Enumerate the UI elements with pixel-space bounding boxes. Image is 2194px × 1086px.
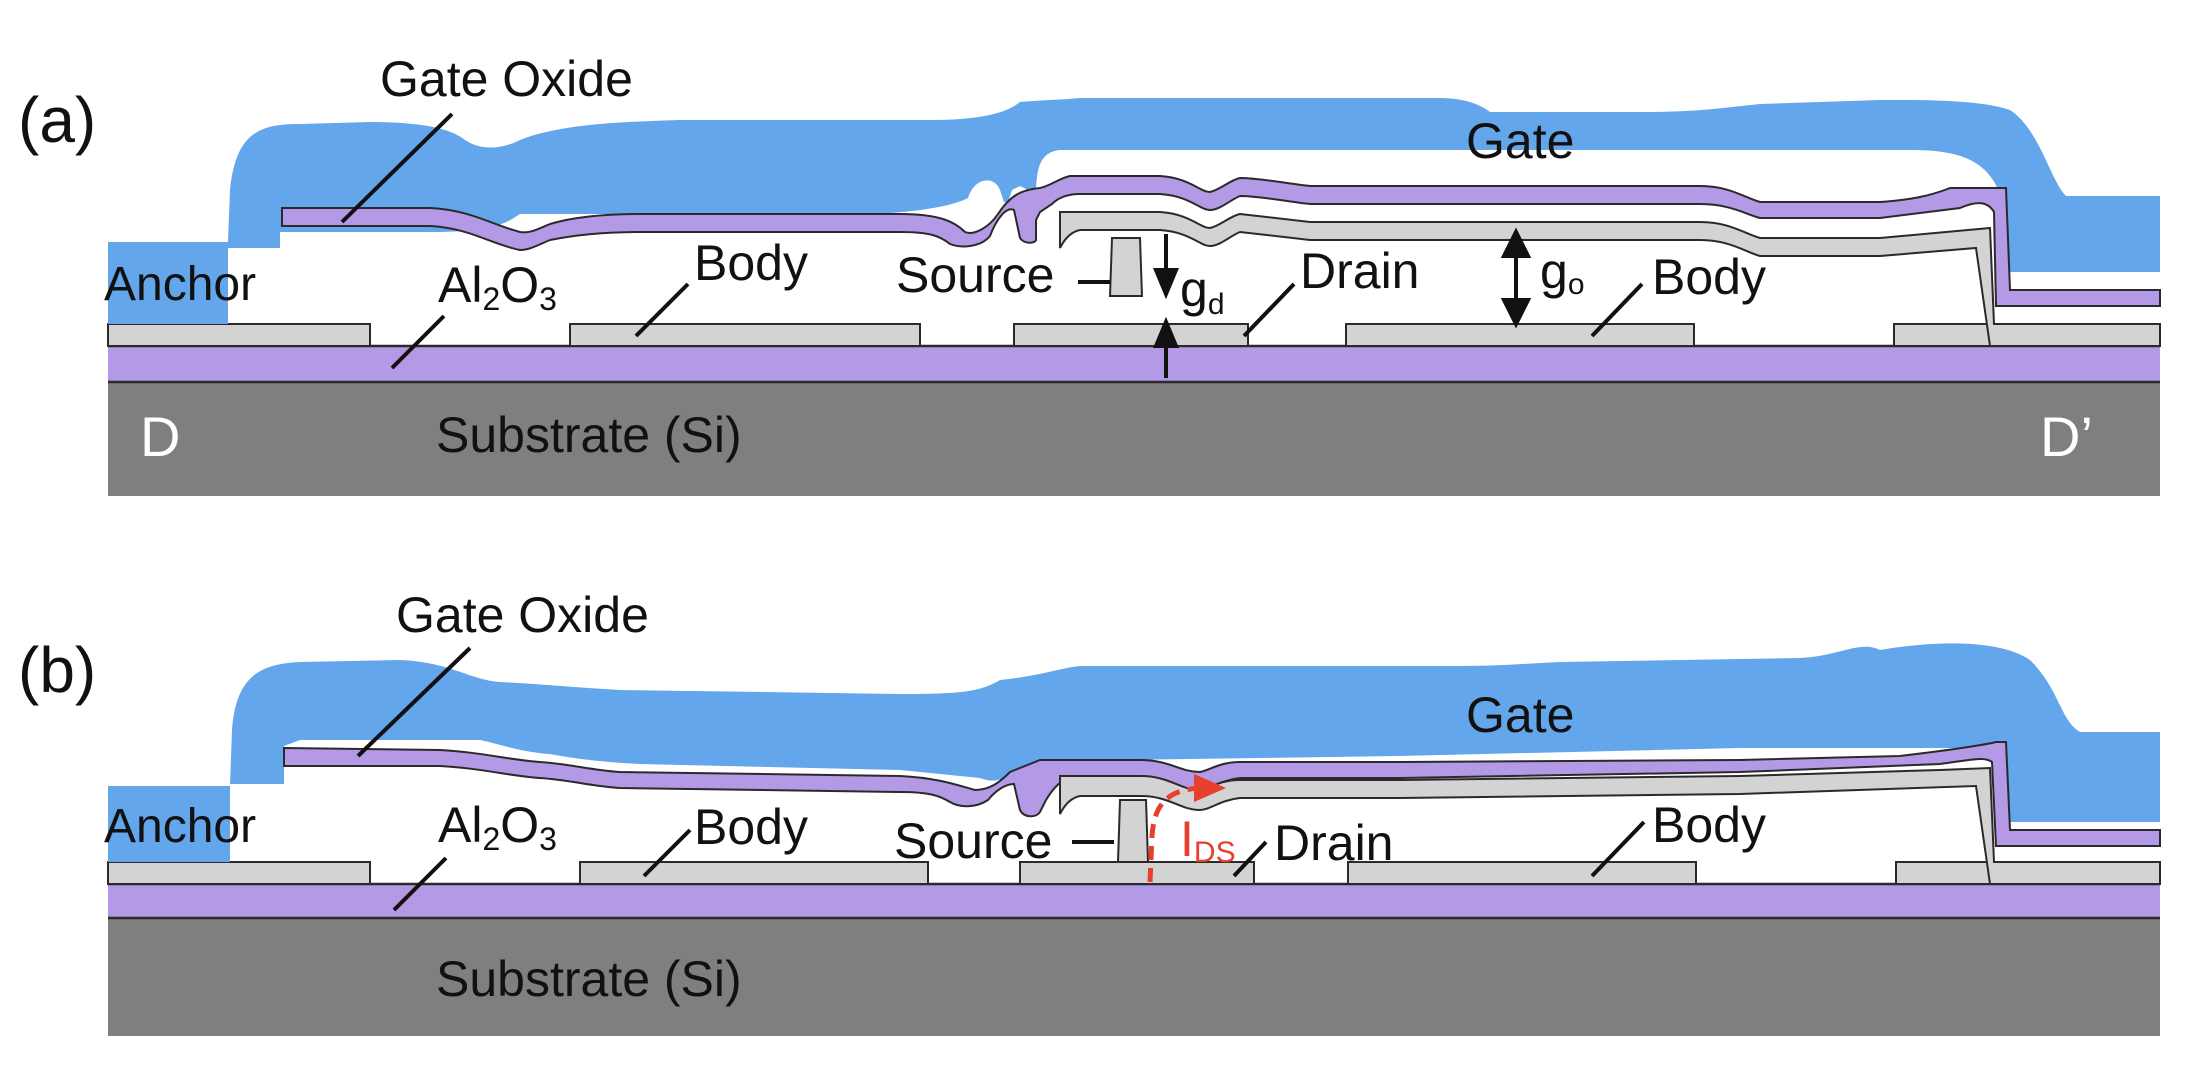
ids-label: IDS (1180, 811, 1236, 869)
al2o3-layer-a (108, 346, 2160, 382)
gap-arrows-a (1153, 227, 1532, 378)
gate-oxide-a (281, 175, 2161, 307)
al2o3-layer-b (108, 884, 2160, 918)
gate-label: Gate (1466, 113, 1574, 169)
substrate-a (108, 382, 2160, 496)
bottom-electrodes-b (107, 861, 2161, 885)
electrode-anchor-edge-a (107, 323, 371, 347)
body-electrode-left-b (579, 861, 929, 885)
body-electrode-left-a (569, 323, 921, 347)
al2o3-label: Al2O3 (438, 257, 557, 317)
gate-oxide-label: Gate Oxide (396, 587, 649, 643)
body-label-right: Body (1652, 797, 1766, 853)
drain-label: Drain (1274, 815, 1393, 871)
source-label: Source (894, 813, 1052, 869)
source-tip-b (1116, 799, 1150, 863)
body-electrode-right-a (1345, 323, 1695, 347)
panel-tag: (b) (18, 634, 96, 706)
gate-a (108, 98, 2160, 324)
d-right-label: D’ (2040, 405, 2093, 468)
drain-label: Drain (1300, 243, 1419, 299)
current-arrow-b (1147, 774, 1226, 883)
substrate-b (108, 918, 2160, 1036)
body-label-left: Body (694, 799, 808, 855)
d-left-label: D (140, 405, 180, 468)
body-label-left: Body (694, 235, 808, 291)
panel-a: (a) Gate Oxide Gate Anchor Al2O3 Body So… (18, 51, 2161, 496)
leader-lines-b (356, 646, 1646, 912)
anchor-label: Anchor (104, 800, 256, 853)
gate-oxide-label: Gate Oxide (380, 51, 633, 107)
panel-tag: (a) (18, 84, 96, 156)
electrode-anchor-edge-b (107, 861, 371, 885)
go-label: go (1540, 243, 1585, 301)
body-electrode-right-b (1347, 861, 1697, 885)
poly-beam-a (1059, 211, 2161, 347)
gate-oxide-b (283, 741, 2161, 847)
body-label-right: Body (1652, 249, 1766, 305)
substrate-label: Substrate (Si) (436, 407, 742, 463)
source-tip-a (1108, 237, 1144, 297)
al2o3-label: Al2O3 (438, 797, 557, 857)
leader-lines-a (340, 112, 1644, 370)
substrate-label: Substrate (Si) (436, 951, 742, 1007)
gd-label: gd (1180, 261, 1225, 321)
panel-b: (b) Gate Oxide Gate Anchor Al2O3 Body So… (18, 587, 2161, 1036)
gate-label: Gate (1466, 687, 1574, 743)
anchor-label: Anchor (104, 258, 256, 311)
source-label: Source (896, 247, 1054, 303)
drain-electrode-a (1013, 323, 1249, 347)
gate-b (108, 643, 2160, 862)
